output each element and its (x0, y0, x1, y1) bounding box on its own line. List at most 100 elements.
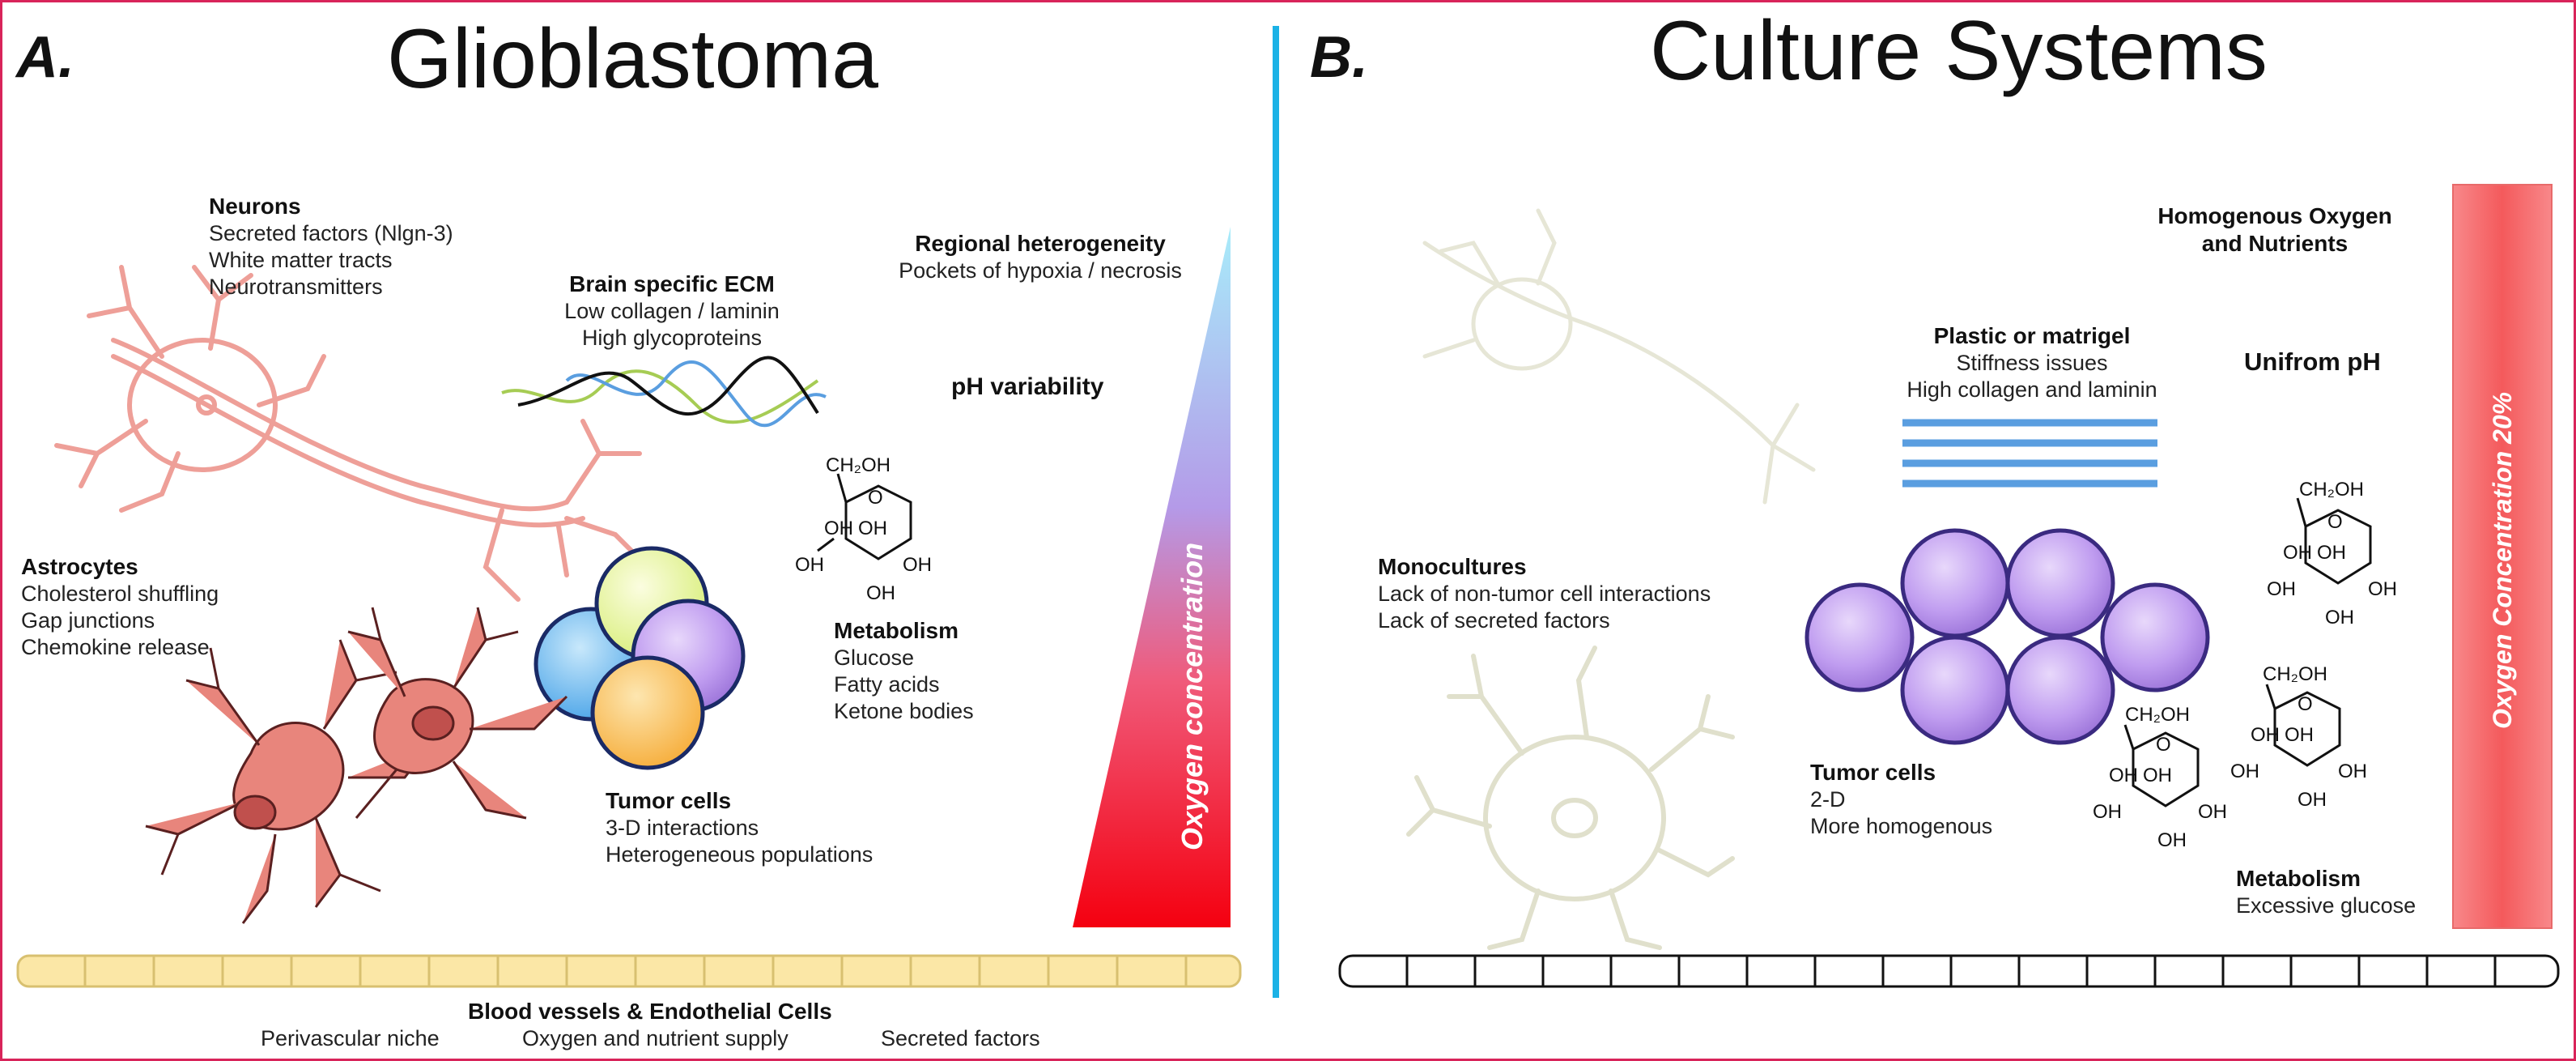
oh-label: OH (2251, 724, 2280, 746)
tumor-cells-b-line: 2-D (1810, 787, 1846, 812)
ch2oh-label: CH₂OH (826, 454, 891, 476)
tumor-cells-a-line: 3-D interactions (606, 816, 759, 841)
glucose-b3-labels: CH₂OH O OH OH OH OH OH (2093, 704, 2227, 851)
monocultures-title: Monocultures (1378, 554, 1527, 579)
neuron-illustration (54, 265, 650, 602)
oh-label: OH (903, 554, 932, 576)
metabolism-a-line: Glucose (834, 646, 915, 671)
blood-vessels-item: Oxygen and nutrient supply (522, 1026, 789, 1050)
astrocytes-line: Chemokine release (21, 635, 210, 660)
astrocytes-line: Cholesterol shuffling (21, 582, 219, 607)
ch2oh-label: CH₂OH (2263, 663, 2327, 685)
oh-label: OH (824, 518, 853, 539)
blood-vessels-title: Blood vessels & Endothelial Cells (468, 999, 832, 1024)
ph-variability-label: pH variability (951, 373, 1104, 400)
metabolism-b-line: Excessive glucose (2236, 893, 2417, 918)
ring-o-label: O (868, 487, 883, 509)
glucose-molecule-b3 (2123, 724, 2200, 807)
glucose-b1-labels: CH₂OH O OH OH OH OH OH (2267, 479, 2397, 629)
oh-label: OH (2267, 578, 2296, 600)
oh-label: OH (2285, 724, 2314, 746)
monocultures-block: Monocultures Lack of non-tumor cell inte… (1378, 553, 1711, 634)
oh-label: OH (2230, 761, 2259, 782)
oh-label: OH (2338, 761, 2367, 782)
glucose-b2-labels: CH₂OH O OH OH OH OH OH (2230, 663, 2367, 811)
tumor-cells-b-line: More homogenous (1810, 814, 1993, 839)
tumor-cell-layer-b (1804, 528, 2210, 745)
neurons-line: White matter tracts (209, 248, 393, 273)
ch2oh-label: CH₂OH (2299, 479, 2364, 501)
panel-b-letter: B. (1310, 25, 1368, 90)
oh-label: OH (2143, 765, 2172, 786)
tumor-cells-b-title: Tumor cells (1810, 760, 1936, 785)
blood-vessels-item: Secreted factors (881, 1026, 1040, 1050)
tumor-cells-a-title: Tumor cells (606, 788, 732, 813)
glucose-molecule-b1 (2296, 497, 2372, 585)
monocultures-line: Lack of secreted factors (1378, 608, 1610, 633)
plastic-title: Plastic or matrigel (1933, 323, 2131, 348)
oh-label: OH (2298, 789, 2327, 811)
ring-o-label: O (2327, 511, 2343, 533)
oh-label: OH (2317, 542, 2346, 564)
homogenous-oxygen-block: Homogenous Oxygen and Nutrients (2129, 202, 2421, 258)
regional-line: Pockets of hypoxia / necrosis (899, 258, 1182, 283)
regional-title: Regional heterogeneity (915, 231, 1166, 256)
oh-label: OH (2325, 607, 2354, 629)
oh-label: OH (2198, 801, 2227, 823)
oxygen-bar (2452, 184, 2553, 929)
metabolism-a-line: Ketone bodies (834, 699, 974, 724)
uniform-ph-label: Unifrom pH (2244, 347, 2381, 376)
oh-label: OH (2283, 542, 2312, 564)
blood-vessels-item: Perivascular niche (261, 1026, 440, 1050)
tumor-cell-cluster-a (533, 546, 746, 770)
astrocytes-line: Gap junctions (21, 608, 155, 633)
blood-vessel-a (16, 954, 1242, 988)
glucose-a-labels: CH₂OH O OH OH OH OH OH (795, 454, 932, 604)
monocultures-line: Lack of non-tumor cell interactions (1378, 582, 1711, 607)
ecm-line: Low collagen / laminin (564, 299, 780, 324)
plastic-line: High collagen and laminin (1906, 377, 2157, 403)
panel-a-title: Glioblastoma (387, 12, 878, 106)
neurons-block: Neurons Secreted factors (Nlgn-3) White … (209, 193, 453, 300)
ring-o-label: O (2156, 734, 2171, 756)
metabolism-b-block: Metabolism Excessive glucose (2236, 865, 2416, 919)
panel-a-letter: A. (16, 25, 74, 90)
oxygen-label-a: Oxygen concentration (1175, 543, 1209, 850)
homogenous-line: and Nutrients (2201, 231, 2349, 257)
oxygen-gradient-triangle (1073, 227, 1231, 927)
tumor-cells-a-block: Tumor cells 3-D interactions Heterogeneo… (606, 787, 873, 868)
astrocyte-nuclei (233, 705, 455, 830)
metabolism-a-line: Fatty acids (834, 672, 940, 697)
faint-astrocyte-illustration (1406, 646, 1735, 950)
glucose-molecule-a (817, 473, 912, 560)
ring-o-label: O (2298, 693, 2313, 715)
plastic-matrigel-lines (1902, 419, 2157, 488)
oh-label: OH (2157, 829, 2187, 851)
plastic-matrigel-block: Plastic or matrigel Stiffness issues Hig… (1862, 322, 2202, 403)
tumor-cells-b-block: Tumor cells 2-D More homogenous (1810, 759, 1992, 840)
ecm-line: High glycoproteins (581, 326, 763, 351)
oh-label: OH (2109, 765, 2138, 786)
oh-label: OH (2093, 801, 2122, 823)
neurons-title: Neurons (209, 194, 301, 219)
oxygen-label-b: Oxygen Concentration 20% (2488, 392, 2517, 729)
ch2oh-label: CH₂OH (2125, 704, 2190, 726)
metabolism-a-title: Metabolism (834, 618, 959, 643)
astrocytes-title: Astrocytes (21, 554, 138, 579)
ecm-fibers (501, 356, 827, 428)
neurons-line: Secreted factors (Nlgn-3) (209, 221, 453, 246)
glucose-molecule-b2 (2265, 684, 2341, 767)
ecm-block: Brain specific ECM Low collagen / lamini… (550, 271, 793, 352)
homogenous-line: Homogenous Oxygen (2157, 203, 2392, 228)
vessel-b (1338, 954, 2560, 988)
neurons-line: Neurotransmitters (209, 275, 383, 300)
oh-label: OH (866, 582, 895, 604)
plastic-line: Stiffness issues (1956, 351, 2108, 376)
tumor-cells-a-line: Heterogeneous populations (606, 842, 874, 867)
panel-b-title: Culture Systems (1650, 4, 2268, 98)
oh-label: OH (2368, 578, 2397, 600)
oh-label: OH (795, 554, 824, 576)
regional-heterogeneity-block: Regional heterogeneity Pockets of hypoxi… (878, 230, 1202, 284)
